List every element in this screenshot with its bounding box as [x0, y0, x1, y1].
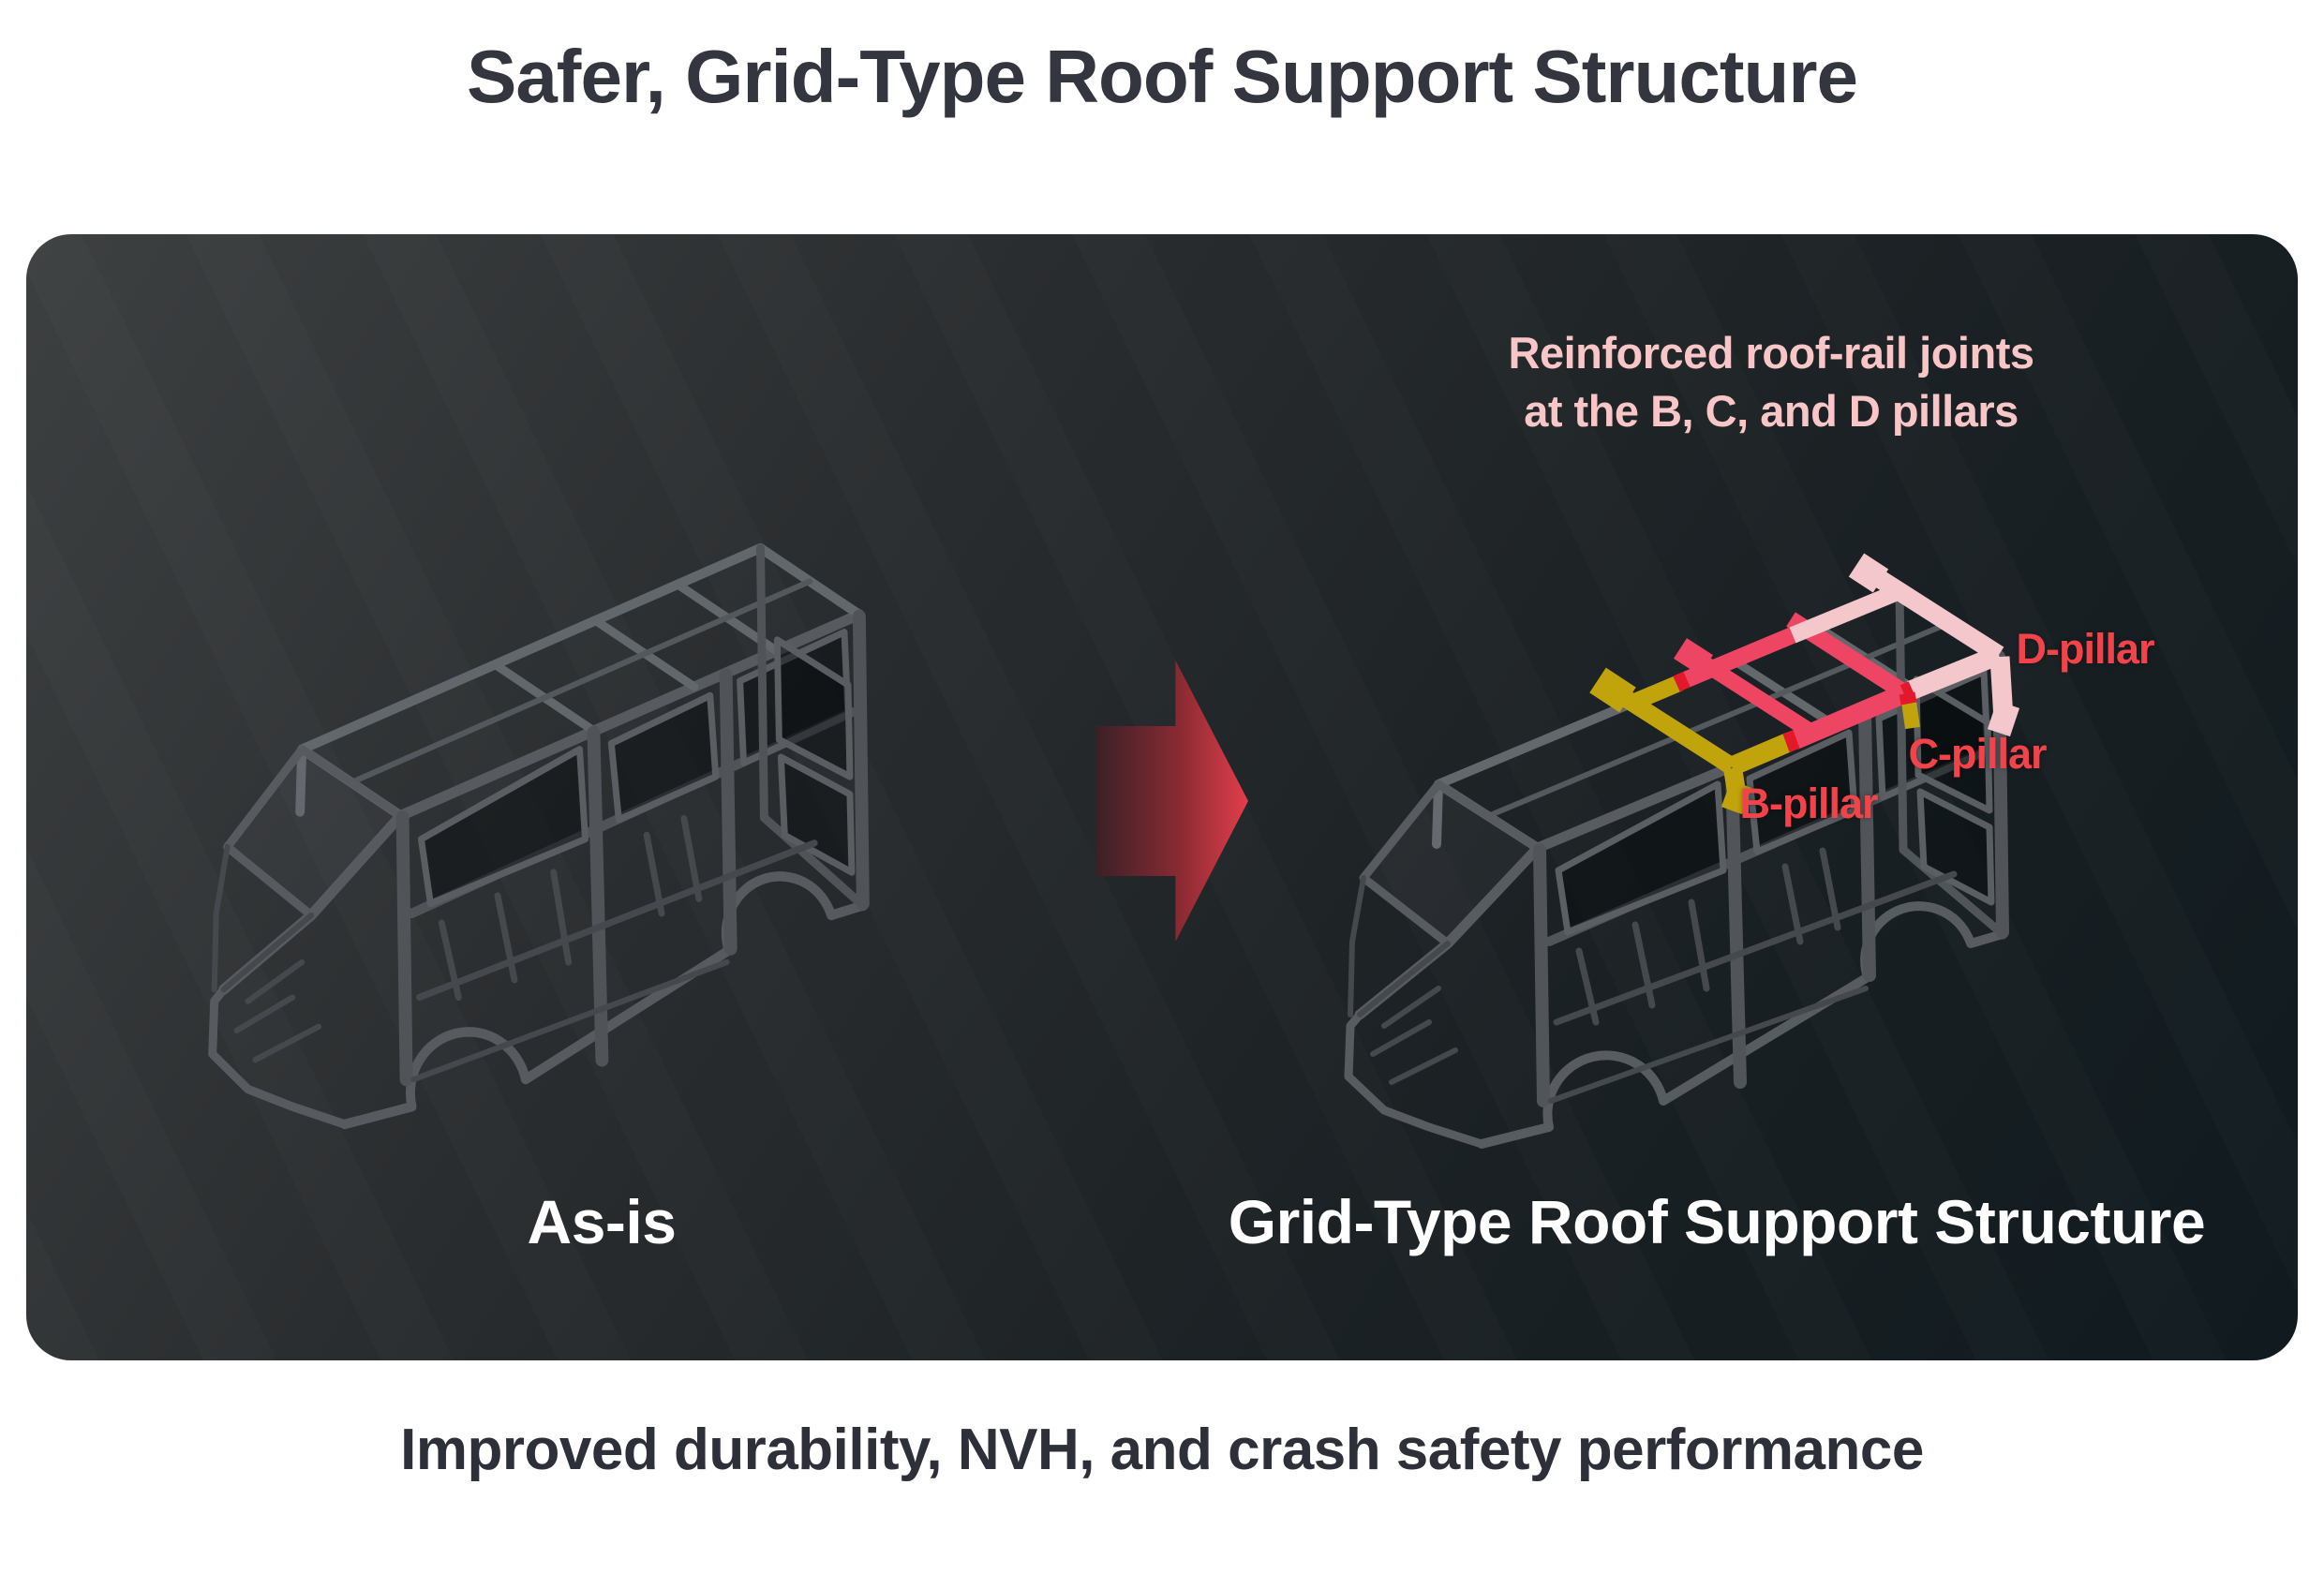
figure-label-as-is: As-is	[527, 1187, 677, 1256]
annotation-line-1: Reinforced roof-rail joints	[1508, 328, 2035, 378]
as-is-car-figure	[162, 454, 1010, 1148]
pillar-label-c: C-pillar	[1908, 730, 2047, 778]
figure-label-grid: Grid-Type Roof Support Structure	[1228, 1187, 2206, 1256]
d-pillar-structure	[1789, 553, 2020, 737]
annotation-line-2: at the B, C, and D pillars	[1524, 386, 2019, 437]
reinforced-joints	[1673, 671, 1917, 752]
pillar-label-d: D-pillar	[2016, 625, 2154, 673]
footer-caption: Improved durability, NVH, and crash safe…	[400, 1418, 1924, 1482]
annotation-text: Reinforced roof-rail joints at the B, C,…	[1349, 324, 2193, 440]
pillar-label-b: B-pillar	[1739, 780, 1878, 827]
transition-arrow-icon	[1096, 661, 1248, 942]
comparison-panel: Reinforced roof-rail joints at the B, C,…	[26, 234, 2298, 1360]
page-title: Safer, Grid-Type Roof Support Structure	[466, 35, 1858, 118]
grid-roof-car-figure	[1298, 553, 2020, 1166]
b-pillar-structure	[1589, 667, 1920, 815]
